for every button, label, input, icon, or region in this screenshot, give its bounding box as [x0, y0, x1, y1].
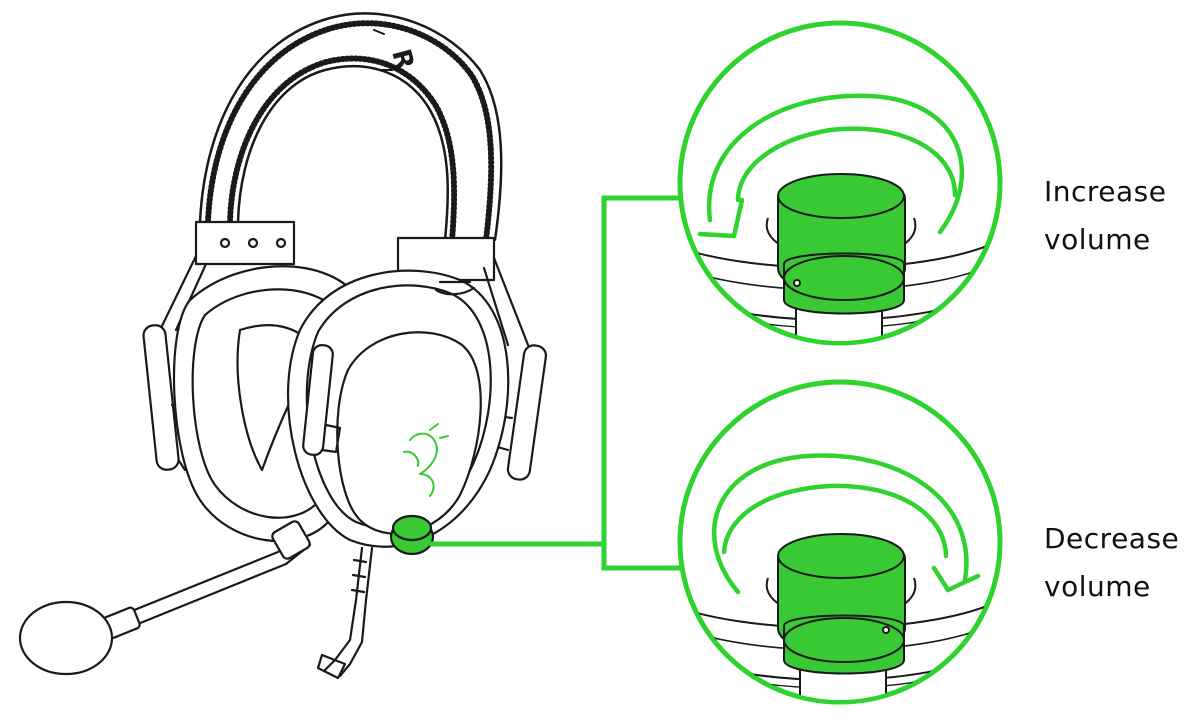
decrease-volume-zoom	[677, 379, 1003, 705]
callout-connector	[429, 195, 685, 571]
headband: R	[194, 12, 503, 282]
increase-volume-label-line1: Increase	[1044, 175, 1167, 208]
clockwise-arrow-icon	[697, 93, 965, 239]
decrease-volume-label-line2: volume	[1044, 570, 1151, 603]
increase-volume-label-line2: volume	[1044, 223, 1151, 256]
headset-illustration: R	[18, 12, 548, 680]
microphone-capsule	[18, 600, 114, 676]
increase-volume-zoom	[677, 20, 1003, 346]
decrease-volume-label: Decrease volume	[1044, 515, 1179, 611]
razer-logo-icon	[403, 423, 449, 497]
decrease-volume-label-line1: Decrease	[1044, 522, 1180, 555]
headset-volume-dial	[389, 514, 435, 556]
counter-clockwise-arrow-icon	[711, 453, 981, 595]
right-ear-cup	[287, 256, 548, 548]
increase-volume-label: Increase volume	[1044, 168, 1167, 264]
headset-cable	[316, 546, 374, 680]
microphone-boom	[18, 520, 312, 676]
